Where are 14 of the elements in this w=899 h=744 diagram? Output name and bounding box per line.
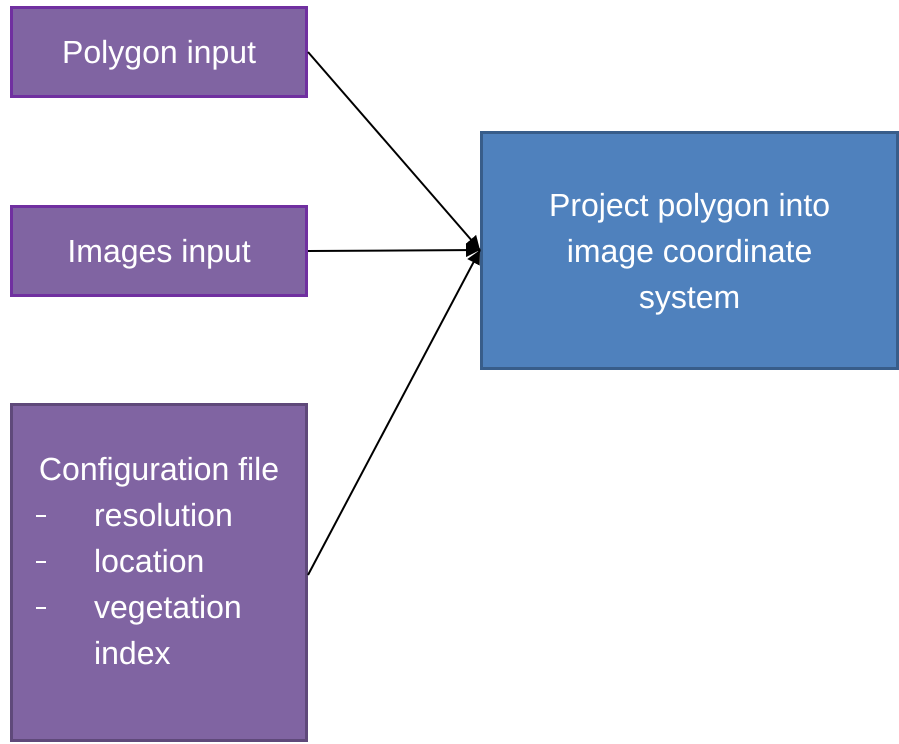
process-box — [10, 205, 308, 297]
arrow — [307, 250, 481, 576]
arrow — [307, 51, 481, 251]
list-item: resolution — [94, 497, 233, 533]
arrow — [308, 243, 480, 258]
list-item: vegetation index — [94, 589, 242, 671]
box-label: Polygon input — [62, 34, 256, 70]
process-box — [10, 6, 308, 98]
process-box — [480, 131, 899, 370]
box-label: Images input — [67, 233, 251, 269]
box-heading: Configuration file — [38, 451, 280, 487]
box-label: Project polygon into image coordinate system — [548, 186, 830, 314]
list-item: location — [94, 543, 204, 579]
process-box — [10, 403, 308, 742]
